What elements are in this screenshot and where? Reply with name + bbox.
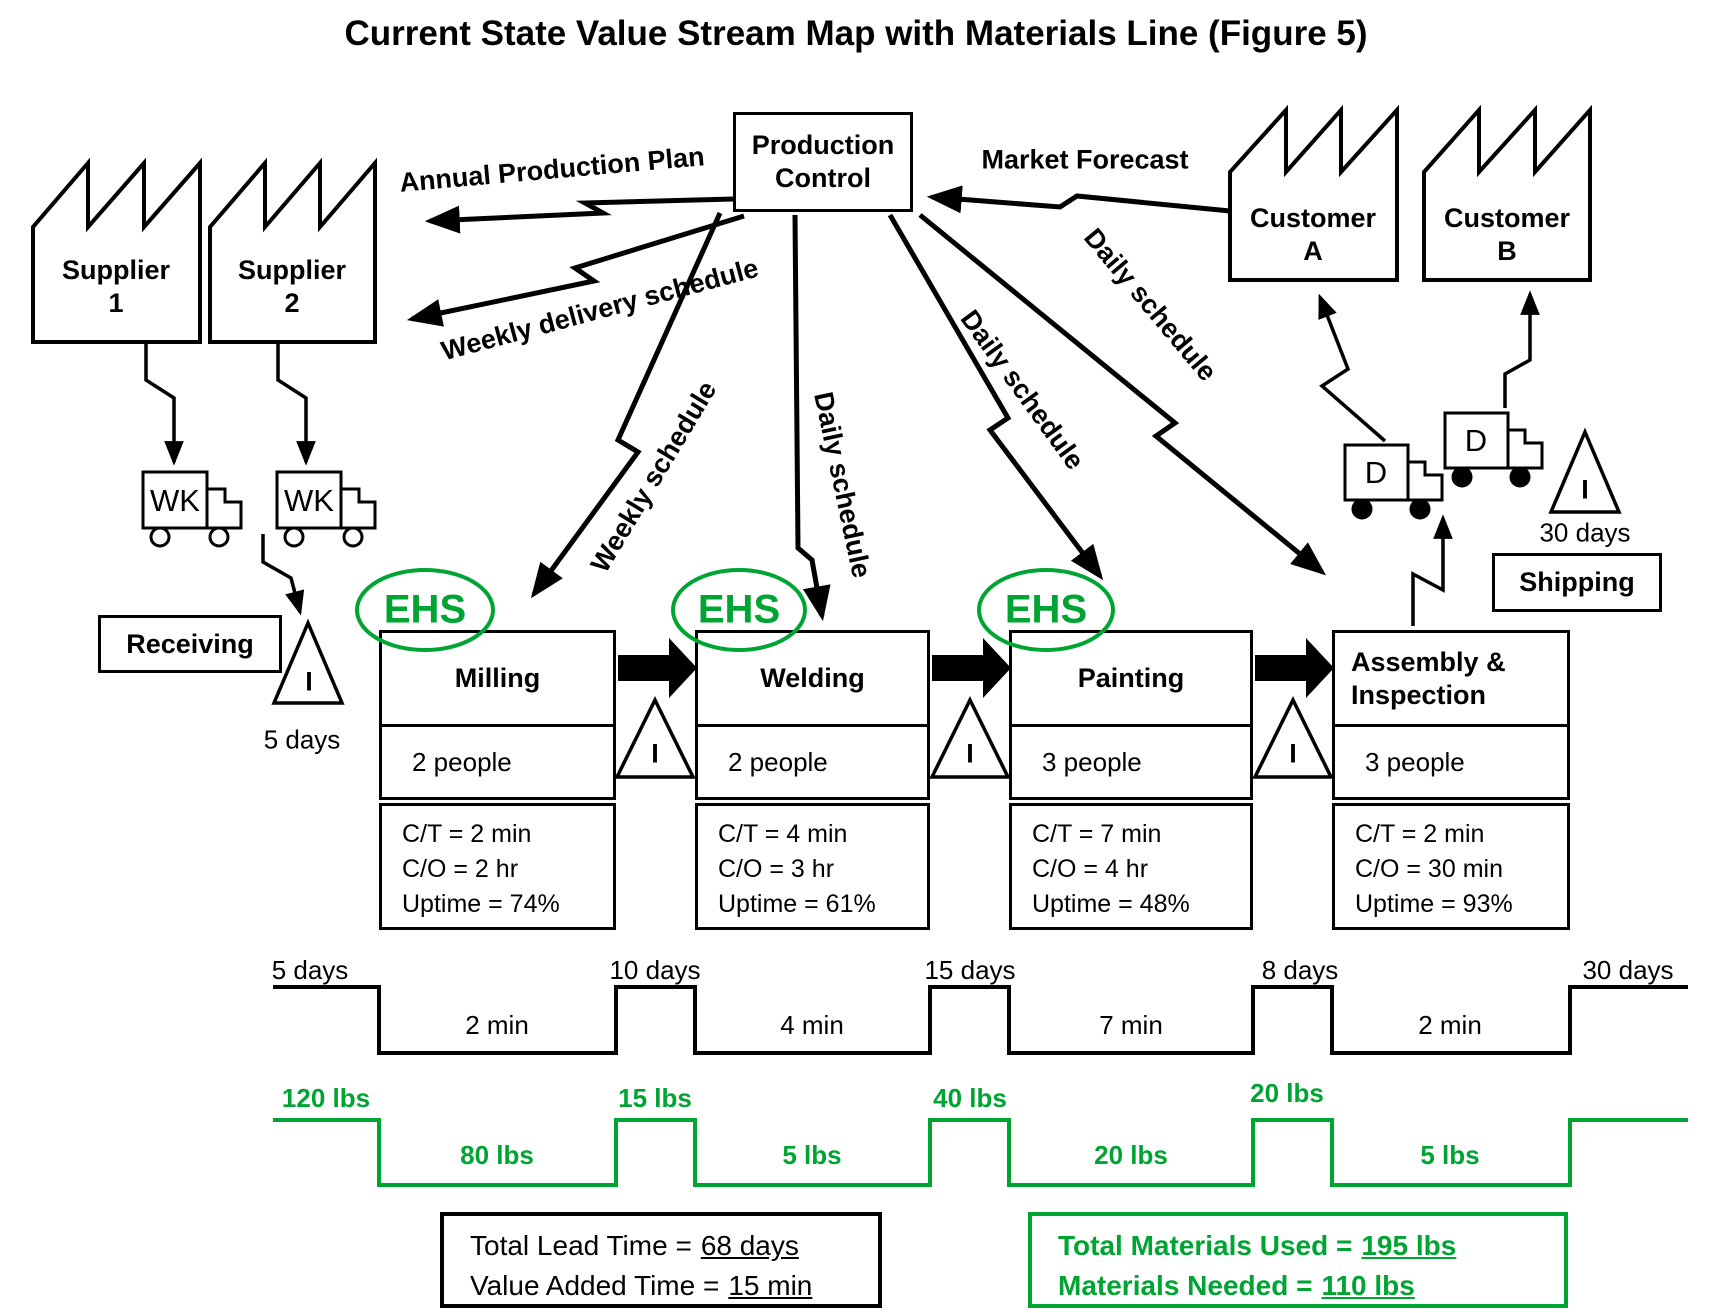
annual-production-plan-arrow (424, 196, 734, 234)
lead-time-ladder-line (273, 985, 1688, 1055)
inventory-i-shipping: I (1581, 474, 1589, 505)
inventory-triangle-receiving-icon (271, 618, 345, 705)
daily-truck-1-label: D (1364, 455, 1388, 490)
push-arrow-welding-painting (932, 638, 1011, 698)
process-box-welding: Welding 2 people (695, 630, 930, 800)
daily-schedule-arrow-assembly (918, 213, 1327, 576)
daily-schedule-arrow-welding (792, 214, 831, 622)
truck-to-receiving-arrow (261, 534, 305, 616)
process-people-painting: 3 people (1042, 746, 1142, 777)
inventory-triangle-shipping-icon (1548, 427, 1622, 514)
total-materials-used-line: Total Materials Used =195 lbs (1058, 1230, 1457, 1261)
process-box-milling: Milling 2 people (379, 630, 616, 800)
value-added-time-line: Value Added Time =15 min (470, 1270, 813, 1301)
page-title: Current State Value Stream Map with Mate… (344, 14, 1368, 53)
process-title-milling: Milling (382, 633, 613, 727)
receiving-box: Receiving (98, 615, 282, 673)
ehs-label-milling: EHS (383, 587, 467, 632)
daily-truck-2-label: D (1464, 423, 1488, 458)
process-people-assembly: 3 people (1365, 746, 1465, 777)
weekly-truck-1-icon (141, 470, 243, 548)
inventory-triangle-welding-painting-icon (929, 696, 1011, 779)
materials-high-3: 40 lbs (933, 1083, 1007, 1113)
daily-truck-1-icon (1343, 443, 1444, 520)
supplier-1-to-truck-arrow (144, 344, 184, 466)
supplier-2-label: Supplier 2 (237, 255, 347, 318)
materials-low-1: 80 lbs (460, 1140, 534, 1170)
production-control-box: Production Control (733, 112, 913, 212)
customer-b-label: Customer B (1443, 203, 1571, 266)
process-stats-milling: C/T = 2 min C/O = 2 hr Uptime = 74% (379, 803, 616, 930)
materials-ladder-line (273, 1118, 1688, 1187)
inventory-triangle-painting-assembly-icon (1252, 696, 1334, 779)
materials-high-1: 120 lbs (281, 1083, 371, 1113)
process-stats-painting: C/T = 7 min C/O = 4 hr Uptime = 48% (1009, 803, 1253, 930)
daily-truck-2-icon (1443, 411, 1544, 488)
lead-time-totals-box: Total Lead Time =68 days Value Added Tim… (440, 1212, 882, 1308)
supplier-1-factory-icon (31, 157, 202, 344)
materials-low-3: 20 lbs (1094, 1140, 1168, 1170)
lead-time-wait-1: 5 days (271, 955, 349, 985)
ehs-label-painting: EHS (1004, 587, 1088, 632)
lead-time-process-2: 4 min (780, 1010, 844, 1040)
supplier-2-to-truck-arrow (276, 344, 316, 466)
process-title-welding: Welding (698, 633, 927, 727)
process-box-painting: Painting 3 people (1009, 630, 1253, 800)
customer-a-factory-icon (1228, 104, 1399, 282)
process-title-assembly-inspection: Assembly & Inspection (1335, 633, 1567, 727)
process-people-milling: 2 people (412, 746, 512, 777)
push-arrow-milling-welding (618, 638, 697, 698)
market-forecast-label: Market Forecast (981, 144, 1189, 175)
lead-time-wait-2: 10 days (609, 955, 701, 985)
shipping-box: Shipping (1492, 553, 1662, 612)
lead-time-process-1: 2 min (465, 1010, 529, 1040)
supplier-2-factory-icon (208, 157, 377, 344)
customer-b-factory-icon (1422, 104, 1592, 282)
materials-low-4: 5 lbs (1420, 1140, 1480, 1170)
weekly-truck-2-icon (275, 470, 377, 548)
total-lead-time-line: Total Lead Time =68 days (470, 1230, 799, 1261)
inventory-i-receiving: I (305, 666, 313, 697)
inventory-i-welding-painting: I (966, 738, 974, 769)
materials-high-2: 15 lbs (618, 1083, 692, 1113)
shipping-inventory-days: 30 days (1539, 517, 1631, 548)
weekly-delivery-schedule-arrow (406, 213, 745, 327)
supplier-1-label: Supplier 1 (61, 255, 171, 318)
receiving-inventory-days: 5 days (263, 724, 341, 755)
process-people-welding: 2 people (728, 746, 828, 777)
inventory-triangle-milling-welding-icon (614, 696, 696, 779)
truck-to-customer-b-arrow (1503, 290, 1540, 408)
market-forecast-arrow (926, 185, 1231, 214)
inventory-i-milling-welding: I (651, 738, 659, 769)
materials-totals-box: Total Materials Used =195 lbs Materials … (1028, 1212, 1568, 1308)
process-box-assembly-inspection: Assembly & Inspection 3 people (1332, 630, 1570, 800)
lead-time-wait-4: 8 days (1261, 955, 1339, 985)
materials-high-4: 20 lbs (1250, 1078, 1324, 1108)
lead-time-process-3: 7 min (1099, 1010, 1163, 1040)
ehs-label-welding: EHS (697, 587, 781, 632)
inventory-i-painting-assembly: I (1289, 738, 1297, 769)
lead-time-wait-5: 30 days (1582, 955, 1674, 985)
weekly-truck-1-label: WK (150, 483, 200, 518)
customer-a-label: Customer A (1249, 203, 1377, 266)
lead-time-wait-3: 15 days (924, 955, 1016, 985)
materials-low-2: 5 lbs (782, 1140, 842, 1170)
process-stats-assembly: C/T = 2 min C/O = 30 min Uptime = 93% (1332, 803, 1570, 930)
truck-to-customer-a-arrow (1318, 293, 1387, 443)
materials-needed-line: Materials Needed =110 lbs (1058, 1270, 1415, 1301)
process-stats-welding: C/T = 4 min C/O = 3 hr Uptime = 61% (695, 803, 930, 930)
weekly-truck-2-label: WK (284, 483, 334, 518)
lead-time-process-4: 2 min (1418, 1010, 1482, 1040)
push-arrow-painting-assembly (1255, 638, 1334, 698)
process-title-painting: Painting (1012, 633, 1250, 727)
weekly-schedule-arrow (530, 211, 723, 599)
assembly-to-truck-arrow (1411, 514, 1453, 626)
daily-schedule-arrow-painting (887, 213, 1104, 581)
